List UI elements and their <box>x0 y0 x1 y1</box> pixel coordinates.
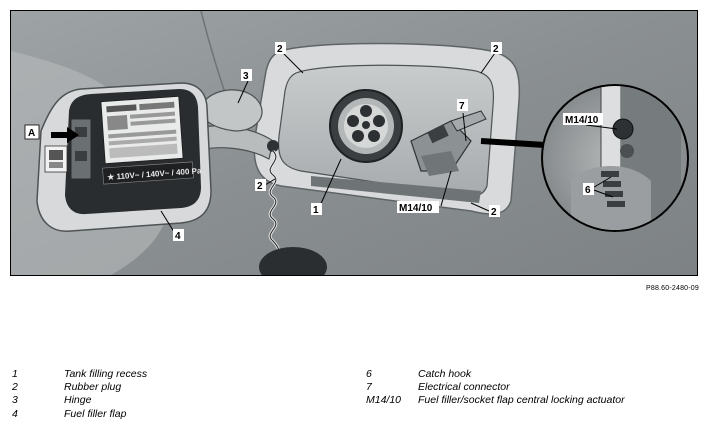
legend-description: Fuel filler/socket flap central locking … <box>418 394 625 406</box>
legend-description: Fuel filler flap <box>64 408 127 420</box>
view-arrow-a: A <box>24 124 79 143</box>
figure-illustration: ★ 110V~ / 140V~ / 400 Pa A <box>11 11 697 275</box>
legend-number: 7 <box>366 381 372 393</box>
legend-description: Catch hook <box>418 368 472 380</box>
legend-number: 4 <box>12 408 18 420</box>
callout-1: 1 <box>313 205 319 216</box>
rubber-plug <box>259 247 327 275</box>
callout-4: 4 <box>175 231 181 242</box>
legend-description: Tank filling recess <box>64 368 148 380</box>
leader-lines <box>160 52 618 236</box>
callout-6: 6 <box>585 185 591 196</box>
recess-lower-rim <box>311 176 481 203</box>
actuator-body <box>612 118 634 140</box>
callout-m14-10-inset: M14/10 <box>565 115 599 126</box>
legend-number: M14/10 <box>366 394 402 406</box>
callout-2-top-left: 2 <box>277 44 283 55</box>
callout-m14-10-main: M14/10 <box>399 203 433 214</box>
callout-2-top-right: 2 <box>493 44 499 55</box>
figure-photo: ★ 110V~ / 140V~ / 400 Pa A <box>10 10 698 276</box>
legend-number: 2 <box>12 381 18 393</box>
callout-a: A <box>28 128 35 139</box>
catch-mechanism <box>410 110 487 176</box>
legend-number: 1 <box>12 368 18 380</box>
charging-socket <box>329 89 403 163</box>
catch-hook-teeth <box>601 171 625 207</box>
legend-number: 3 <box>12 394 18 406</box>
legend-number: 6 <box>366 368 372 380</box>
callout-3: 3 <box>243 71 249 82</box>
fuel-filler-flap: ★ 110V~ / 140V~ / 400 Pa <box>36 82 212 232</box>
legend-description: Electrical connector <box>418 381 510 393</box>
callout-2-tether: 2 <box>257 181 263 192</box>
legend-description: Hinge <box>64 394 92 406</box>
callout-2-bottom-right: 2 <box>491 207 497 218</box>
figure-reference-code: P88.60-2480-09 <box>645 285 699 292</box>
callouts: 2 2 3 2 2 1 4 7 M14/10 M14/10 6 <box>173 42 603 242</box>
callout-7: 7 <box>459 101 465 112</box>
legend-description: Rubber plug <box>64 381 122 393</box>
hinge-arm <box>190 89 279 160</box>
